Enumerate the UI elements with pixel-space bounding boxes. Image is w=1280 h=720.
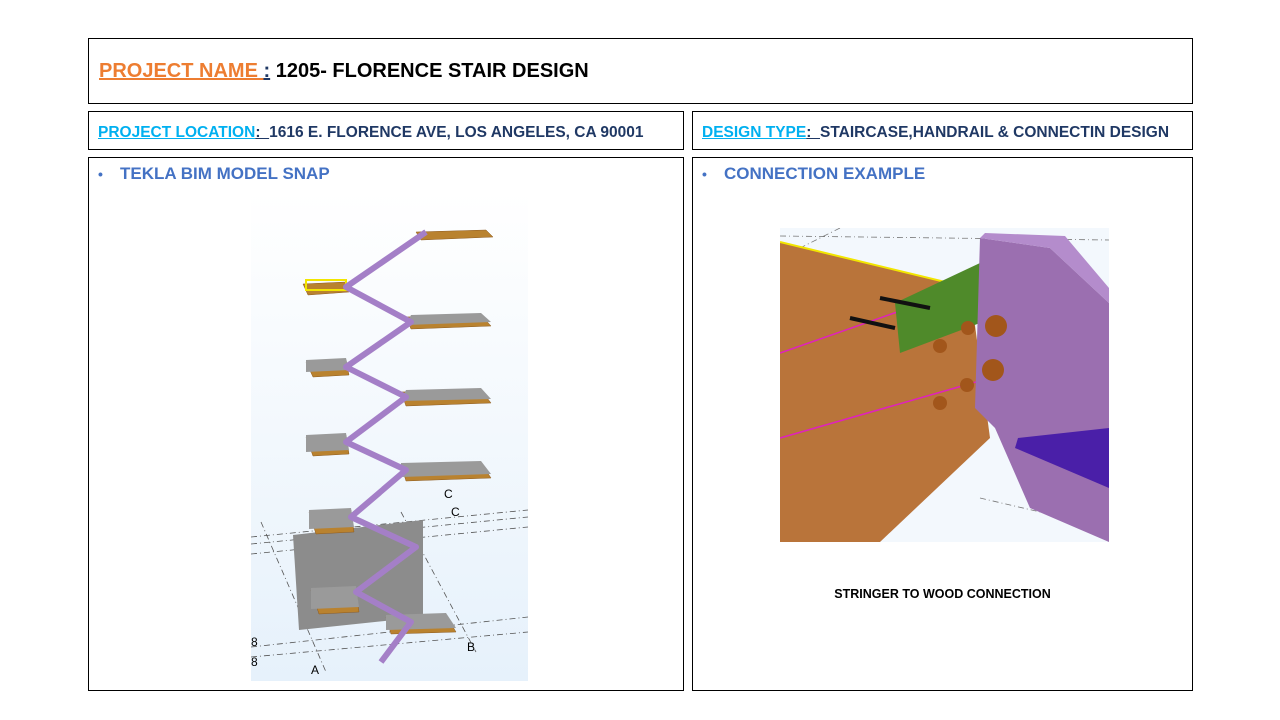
separator: : <box>806 124 820 141</box>
project-name-box: PROJECT NAME : 1205- FLORENCE STAIR DESI… <box>88 38 1193 104</box>
design-type-value: STAIRCASE,HANDRAIL & CONNECTIN DESIGN <box>820 124 1170 141</box>
project-location-box: PROJECT LOCATION: 1616 E. FLORENCE AVE, … <box>88 111 684 150</box>
grid-label-b: B <box>467 640 475 654</box>
connection-example-image <box>780 228 1109 542</box>
separator: : <box>255 124 270 141</box>
project-name-line: PROJECT NAME : 1205- FLORENCE STAIR DESI… <box>99 60 589 83</box>
design-type-box: DESIGN TYPE: STAIRCASE,HANDRAIL & CONNEC… <box>692 111 1193 150</box>
panel-heading: TEKLA BIM MODEL SNAP <box>120 164 330 183</box>
grid-label-c: C <box>444 487 453 501</box>
grid-label-8: 8 <box>251 635 258 649</box>
grid-label-c: C <box>451 505 460 519</box>
design-type-label: DESIGN TYPE <box>702 124 807 141</box>
separator: : <box>263 60 271 82</box>
grid-label-8: 8 <box>251 655 258 669</box>
bullet: • <box>702 166 707 182</box>
project-location-value: 1616 E. FLORENCE AVE, LOS ANGELES, CA 90… <box>269 124 644 141</box>
project-location-label: PROJECT LOCATION <box>98 124 256 141</box>
bullet: • <box>98 166 103 182</box>
connection-caption: STRINGER TO WOOD CONNECTION <box>834 587 1051 601</box>
connection-example-panel: • CONNECTION EXAMPLE STRINGER TO WOOD CON… <box>692 157 1193 691</box>
project-name-label: PROJECT NAME <box>99 60 264 82</box>
bim-model-panel: • TEKLA BIM MODEL SNAP <box>88 157 684 691</box>
project-name-value: 1205- FLORENCE STAIR DESIGN <box>270 60 589 82</box>
panel-heading: CONNECTION EXAMPLE <box>724 164 926 183</box>
tekla-bim-model-image: C C A B 8 8 <box>251 192 528 681</box>
grid-label-a: A <box>311 663 319 677</box>
